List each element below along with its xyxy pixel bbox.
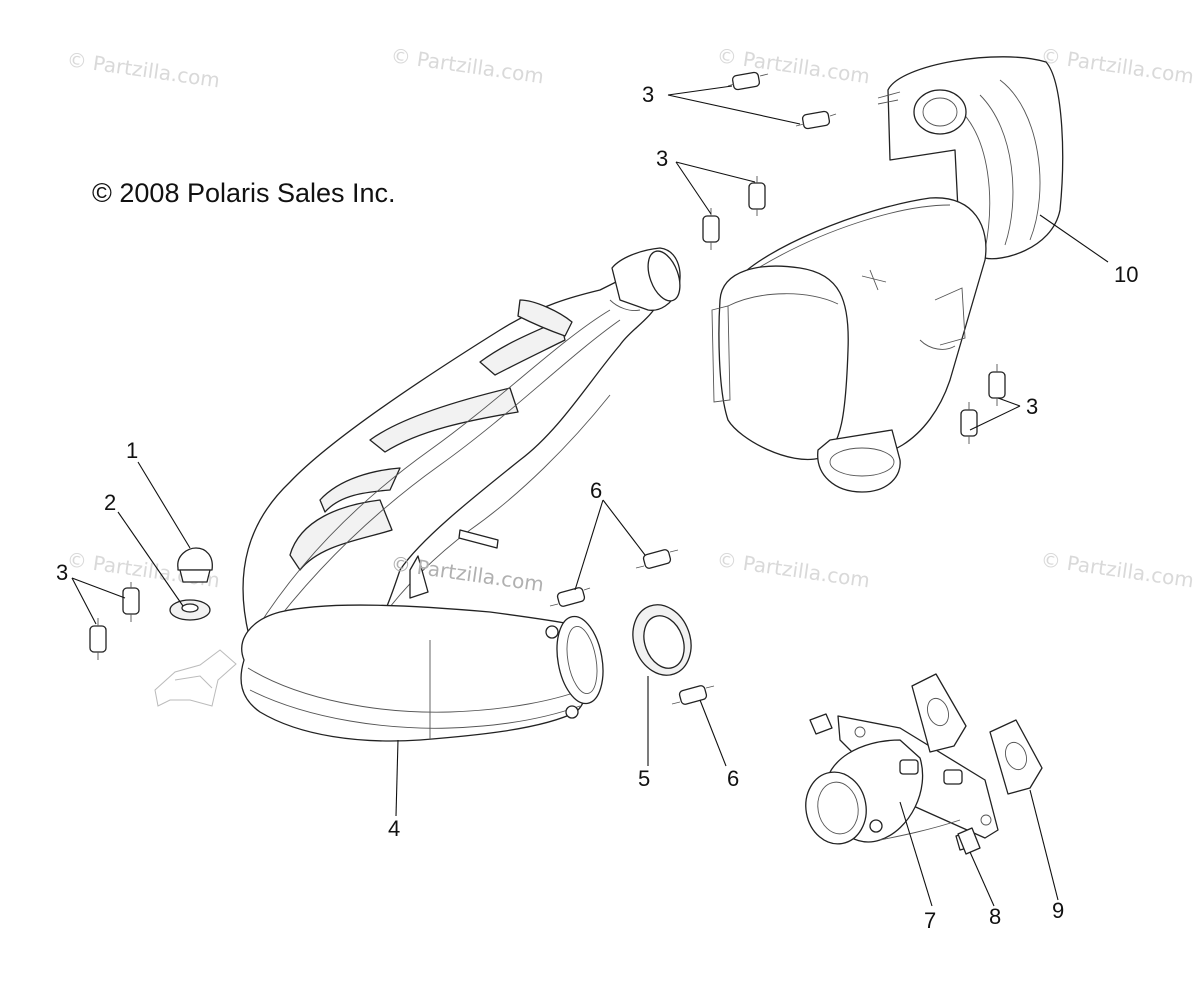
spring-left-b[interactable] (89, 618, 107, 660)
callout-6-bottom: 6 (727, 766, 739, 791)
part-10-muffler[interactable] (711, 56, 1064, 493)
callout-5: 5 (638, 766, 650, 791)
spring-right-a[interactable] (988, 364, 1006, 406)
leader-lines (71, 85, 1109, 907)
callout-6-top: 6 (590, 478, 602, 503)
part-8-bolt[interactable] (957, 827, 981, 855)
part-4-expansion-chamber[interactable] (240, 247, 686, 742)
part-5-seal-ring[interactable] (623, 597, 700, 684)
copyright-text: © 2008 Polaris Sales Inc. (92, 178, 396, 208)
callouts: 1 2 3 3 3 3 4 5 6 6 7 8 9 10 (56, 82, 1138, 933)
callout-3-left: 3 (56, 560, 68, 585)
part-9-gaskets[interactable] (911, 673, 1043, 795)
callout-3-top1: 3 (642, 82, 654, 107)
spring-6-a[interactable] (635, 549, 679, 569)
spring-top-d[interactable] (702, 208, 720, 250)
watermark: © Partzilla.com (65, 47, 221, 92)
spring-top-b[interactable] (795, 110, 837, 130)
spring-6-c[interactable] (671, 685, 715, 705)
callout-4: 4 (388, 816, 400, 841)
watermark: © Partzilla.com (389, 43, 545, 88)
callout-9: 9 (1052, 898, 1064, 923)
callout-1: 1 (126, 438, 138, 463)
spring-left-a[interactable] (122, 582, 140, 622)
spring-right-b[interactable] (960, 402, 978, 444)
callout-2: 2 (104, 490, 116, 515)
spring-top-a[interactable] (727, 71, 769, 91)
spring-6-b[interactable] (549, 587, 591, 607)
callout-3-right: 3 (1026, 394, 1038, 419)
mount-bracket (154, 649, 237, 707)
part-7-manifold[interactable] (800, 713, 999, 851)
part-2-washer[interactable] (169, 599, 211, 621)
watermark: © Partzilla.com (1039, 547, 1195, 592)
callout-3-top2: 3 (656, 146, 668, 171)
callout-8: 8 (989, 904, 1001, 929)
watermark: © Partzilla.com (715, 547, 871, 592)
callout-10: 10 (1114, 262, 1138, 287)
spring-top-c[interactable] (748, 176, 766, 216)
callout-7: 7 (924, 908, 936, 933)
watermark: © Partzilla.com (1039, 43, 1195, 88)
part-1-cap[interactable] (177, 547, 213, 583)
